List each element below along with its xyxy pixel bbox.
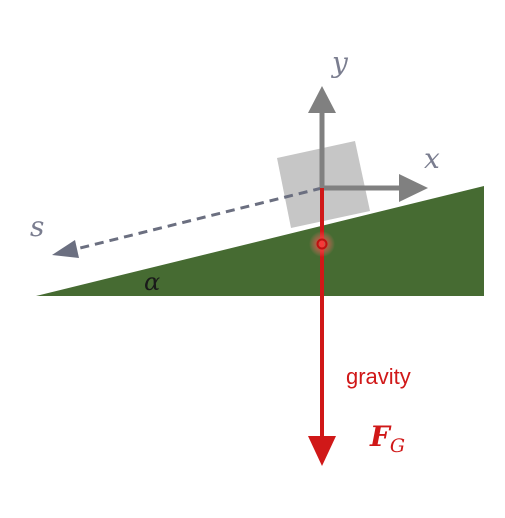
s-axis-line (71, 186, 323, 252)
center-of-mass-dot-icon (316, 238, 328, 250)
center-of-mass-glow-icon (309, 231, 335, 257)
gravity-arrow-head-icon (308, 436, 336, 466)
force-subscript: G (390, 435, 405, 457)
x-axis-arrow-head-icon (399, 174, 428, 202)
gravity-label: gravity (346, 364, 411, 389)
angle-label: α (144, 268, 160, 296)
y-axis-label: y (330, 46, 349, 79)
force-main-symbol: F (369, 420, 392, 453)
incline-plane (36, 186, 484, 296)
force-label: FG (369, 420, 405, 457)
s-axis-label: s (30, 210, 44, 243)
x-axis-label: x (424, 142, 440, 175)
s-axis-arrow-head-icon (52, 240, 79, 258)
y-axis-arrow-head-icon (308, 86, 336, 113)
